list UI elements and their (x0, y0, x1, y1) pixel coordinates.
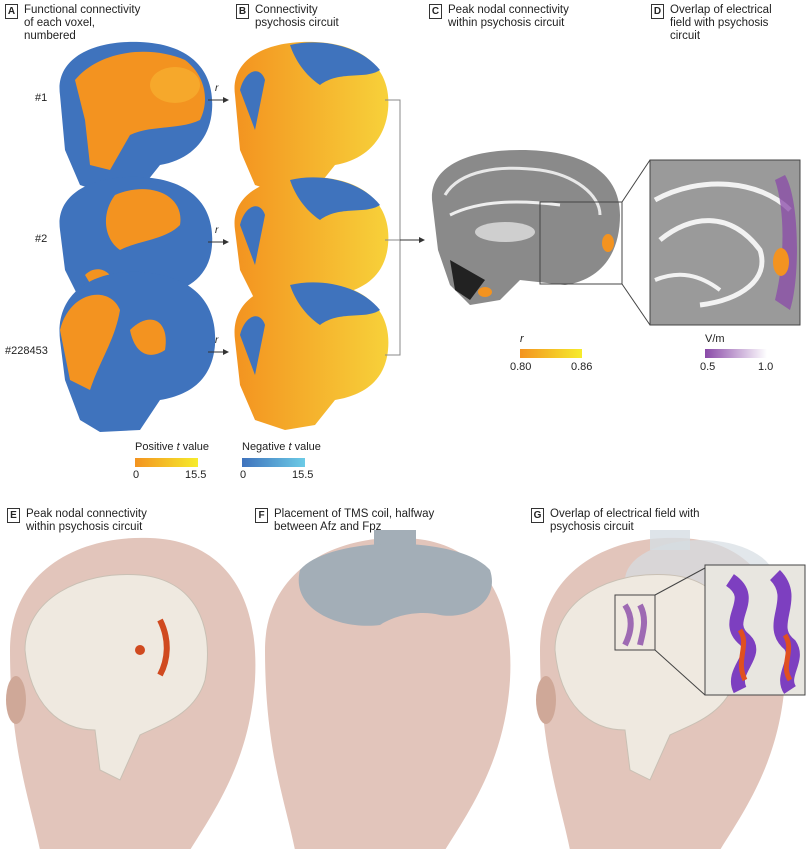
colorbar-title-italic: t (288, 441, 292, 453)
panel-title: Connectivity psychosis circuit (255, 4, 339, 29)
colorbar-min: 0 (240, 469, 247, 481)
r-colorbar (520, 349, 582, 358)
panel-letter: G (531, 508, 544, 523)
bracket-connector (385, 99, 425, 356)
panel-title: Peak nodal connectivity within psychosis… (448, 4, 569, 29)
brain-b3 (234, 281, 389, 430)
colorbar-title-text: value (291, 441, 321, 453)
r-colorbar-title: r (520, 333, 524, 345)
colorbar-min: 0.5 (700, 361, 716, 373)
colorbar-title-text: value (179, 441, 209, 453)
panel-d-label: D Overlap of electrical field with psych… (651, 4, 795, 43)
panel-e-label: E Peak nodal connectivity within psychos… (7, 508, 166, 534)
brain-maps (59, 41, 801, 432)
negative-colorbar (242, 458, 305, 467)
sagittal-slice-c (431, 150, 651, 326)
colorbar-min: 0.80 (510, 361, 532, 373)
panel-title: Overlap of electrical field with psychos… (550, 508, 700, 533)
head-renderings (6, 530, 806, 849)
tms-coil (298, 543, 492, 626)
panel-title: Peak nodal connectivity within psychosis… (26, 508, 147, 533)
inset-d (649, 159, 801, 326)
colorbar-max: 15.5 (292, 469, 314, 481)
arrow-label: r (215, 83, 219, 94)
row-label: #228453 (5, 345, 48, 357)
panel-letter: F (255, 508, 268, 523)
vm-colorbar (705, 349, 767, 358)
panel-letter: A (5, 4, 18, 19)
panel-g-label: G Overlap of electrical field with psych… (531, 508, 720, 534)
panel-title: Functional connectivity of each voxel, n… (24, 4, 141, 42)
brain-a3 (59, 271, 216, 432)
brain-a1 (59, 41, 213, 195)
panel-b-label: B Connectivity psychosis circuit (236, 4, 370, 30)
r-arrows (208, 97, 229, 355)
positive-colorbar (135, 458, 198, 467)
panel-f-label: F Placement of TMS coil, halfway between… (255, 508, 449, 534)
panel-title: Overlap of electrical field with psychos… (670, 4, 772, 42)
head-f (265, 530, 511, 849)
negative-colorbar-title: Negative t value (242, 441, 321, 453)
brain-b2 (234, 176, 389, 310)
colorbar-max: 0.86 (571, 361, 593, 373)
colorbar-max: 15.5 (185, 469, 207, 481)
panel-title: Placement of TMS coil, halfway between A… (274, 508, 435, 533)
arrow-label: r (215, 335, 219, 346)
panel-a-label: A Functional connectivity of each voxel,… (5, 4, 149, 43)
head-e (6, 537, 256, 849)
panel-letter: D (651, 4, 664, 19)
colorbar-max: 1.0 (758, 361, 774, 373)
head-g (536, 530, 806, 849)
panel-c-label: C Peak nodal connectivity within psychos… (429, 4, 573, 30)
vm-colorbar-title: V/m (705, 333, 725, 345)
row-label: #2 (35, 233, 48, 245)
colorbar-title-text: Positive (135, 441, 177, 453)
panel-letter: C (429, 4, 442, 19)
panel-letter: B (236, 4, 249, 19)
panel-letter: E (7, 508, 20, 523)
colorbar-title-italic: t (176, 441, 180, 453)
colorbar-title-text: Negative (242, 441, 289, 453)
positive-colorbar-title: Positive t value (135, 441, 209, 453)
colorbar-min: 0 (133, 469, 140, 481)
brain-b1 (234, 41, 389, 195)
arrow-label: r (215, 225, 219, 236)
row-label: #1 (35, 92, 48, 104)
